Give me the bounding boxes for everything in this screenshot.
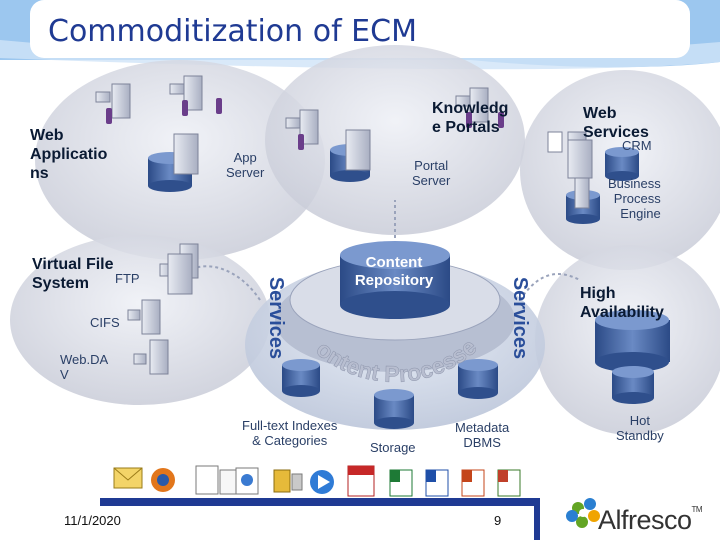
cyl-crm: [605, 147, 639, 181]
label-content-repository: Content Repository: [354, 254, 434, 289]
cyl-metadata: [458, 359, 498, 399]
label-cifs: CIFS: [90, 315, 120, 330]
footer-bar-right: [534, 498, 540, 540]
server-icon: [167, 129, 593, 295]
cyl-fulltext: [282, 359, 320, 397]
label-metadata-dbms: Metadata DBMS: [455, 420, 510, 450]
label-full-text-indexes: Full-text Indexes & Categories: [242, 418, 338, 448]
title-box: [30, 0, 690, 58]
network-icon: [273, 469, 291, 493]
user-figures: [106, 98, 504, 150]
alfresco-logo-text: AlfrescoTM: [598, 505, 703, 535]
alfresco-logo-icon: [566, 498, 600, 528]
label-portal-server: Portal Server: [412, 158, 451, 188]
cyl-hot-standby: [612, 366, 654, 404]
text-doc-icon: [195, 465, 219, 495]
label-webdav: Web.DA V: [60, 352, 109, 382]
label-app-server: App Server: [226, 150, 265, 180]
page-number: 9: [494, 513, 502, 528]
label-crm: CRM: [622, 138, 652, 153]
label-knowledge-portals: Knowledg e Portals: [432, 100, 509, 136]
label-high-availability: High Availability: [580, 285, 664, 321]
footer-date: 11/1/2020: [64, 513, 121, 528]
services-left-text: Services: [265, 277, 287, 359]
cyl-high-availability: [595, 310, 670, 372]
repo-cylinder-bottom: [340, 291, 450, 319]
bottom-icon-row: [113, 465, 521, 497]
services-right-text: Services: [509, 277, 531, 359]
label-web-applications: Web Applicatio ns: [30, 127, 108, 182]
label-web-services: Web Services: [583, 105, 649, 141]
bubble-portals: [265, 45, 525, 235]
envelope-icon: [113, 467, 143, 489]
label-storage: Storage: [370, 440, 416, 455]
label-ftp: FTP: [115, 271, 140, 286]
label-virtual-file-system: Virtual File System: [32, 256, 114, 292]
cyl-storage: [374, 389, 414, 429]
page-title: Commoditization of ECM: [48, 14, 417, 49]
label-hot-standby: Hot Standby: [616, 413, 664, 443]
footer-bar: [100, 498, 534, 506]
repo-cylinder-top: [340, 241, 450, 269]
label-bpe: Business Process Engine: [608, 176, 661, 221]
